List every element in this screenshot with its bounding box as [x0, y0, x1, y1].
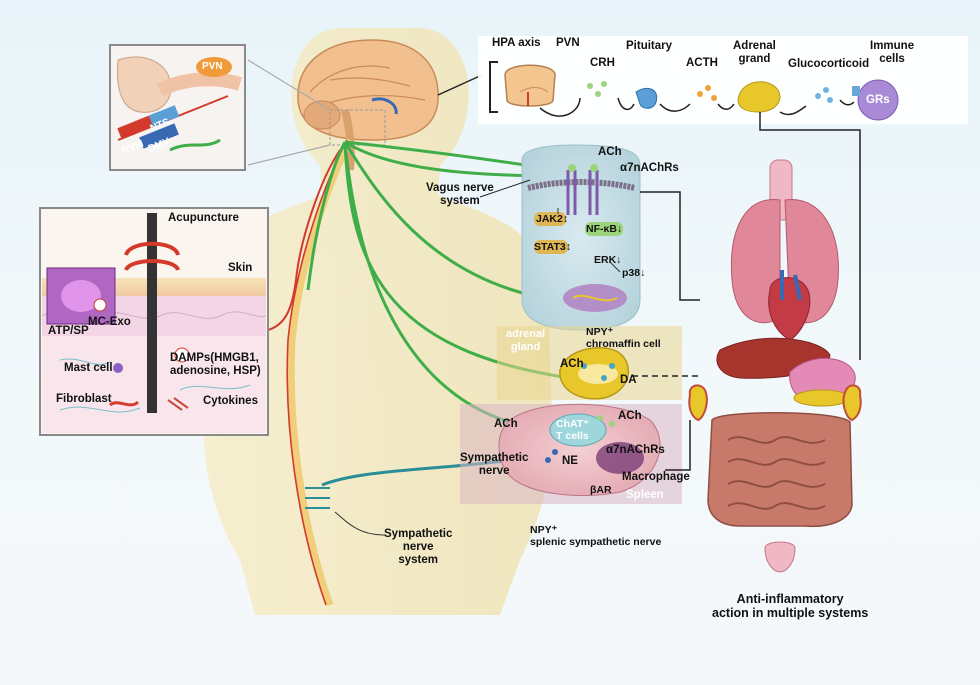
jak2-label: JAK2↕ — [536, 213, 569, 225]
mc-exo-label: MC-Exo — [88, 316, 131, 328]
cell-receptor-label: α7nAChRs — [620, 162, 679, 174]
symp-system-line3: system — [398, 554, 439, 567]
spleen-ach-left-label: ACh — [494, 418, 518, 430]
splenic-line2: splenic sympathetic nerve — [530, 536, 662, 549]
acupuncture-skin-panel — [39, 207, 269, 436]
fibroblast-label: Fibroblast — [56, 393, 112, 405]
sympathetic-line1: Sympathetic — [460, 452, 529, 464]
organ-systems — [688, 159, 862, 573]
vagus-line2: system — [440, 195, 480, 208]
adrenal-grand-line1: Adrenal — [733, 40, 776, 52]
npy-line2: chromaffin cell — [586, 338, 661, 351]
damps-label: DAMPs(HMGB1, adenosine, HSP) — [170, 352, 261, 378]
skin-label: Skin — [228, 262, 253, 274]
sympathetic-nerve-label: Sympathetic nerve — [460, 452, 528, 478]
adrenal-gland-region — [497, 326, 700, 400]
brainstem-inset — [109, 44, 246, 171]
inset-pvn-label: PVN — [202, 61, 223, 72]
spleen-receptor-label: α7nAChRs — [606, 444, 665, 456]
hpa-axis-panel — [478, 36, 968, 360]
glucocorticoid-label: Glucocorticoid — [788, 58, 870, 70]
caption-line1: Anti-inflammatory — [736, 592, 844, 606]
spinal-red-fibre — [286, 139, 348, 606]
spleen-label: Spleen — [626, 489, 664, 501]
adrenal-region-line1: adrenal — [506, 328, 546, 340]
adrenal-ach-label: ACh — [560, 358, 584, 370]
immune-cells-line1: Immune — [870, 40, 915, 52]
npy-line1: NPY⁺ — [586, 326, 614, 338]
immune-cells-line2: cells — [879, 53, 905, 66]
adrenal-region-line2: gland — [510, 340, 541, 353]
pituitary-label: Pituitary — [626, 40, 673, 52]
chat-line1: ChAT⁺ — [556, 418, 589, 430]
symp-system-line1: Sympathetic — [384, 528, 453, 540]
atp-sp-label: ATP/SP — [48, 325, 89, 337]
damps-line2: adenosine, HSP) — [170, 365, 261, 378]
cytokines-label: Cytokines — [203, 395, 258, 407]
chat-t-cells-label: ChAT⁺ T cells — [556, 418, 589, 442]
macrophage-label: Macrophage — [622, 471, 690, 483]
mast-cell-label: Mast cell — [64, 362, 113, 374]
acth-label: ACTH — [686, 57, 718, 69]
brain-zoom-box — [329, 109, 386, 146]
grs-label: GRs — [866, 94, 890, 106]
acupuncture-label: Acupuncture — [168, 212, 239, 224]
nfkb-label: NF-κB↓ — [586, 223, 623, 235]
splenic-nerve-label: NPY⁺ splenic sympathetic nerve — [530, 524, 661, 548]
hpa-axis-label: HPA axis — [492, 37, 541, 49]
crh-label: CRH — [590, 57, 615, 69]
splenic-line1: NPY⁺ — [530, 524, 558, 536]
adrenal-grand-label: Adrenal grand — [733, 40, 776, 66]
chat-line2: T cells — [556, 430, 589, 443]
beta-ar-label: βAR — [590, 484, 612, 496]
ne-label: NE — [562, 455, 578, 467]
erk-label: ERK↓ — [594, 254, 622, 266]
da-label: DA — [620, 374, 637, 386]
adrenal-grand-line2: grand — [738, 53, 771, 66]
damps-line1: DAMPs(HMGB1, — [170, 352, 259, 364]
organs-caption: Anti-inflammatory action in multiple sys… — [712, 592, 868, 621]
spleen-ach-right-label: ACh — [618, 410, 642, 422]
spleen-region — [460, 403, 691, 504]
immune-cells-label: Immune cells — [870, 40, 914, 66]
brain-illustration — [297, 39, 439, 171]
sympathetic-line2: nerve — [478, 465, 510, 478]
stat3-label: STAT3↕ — [534, 241, 571, 253]
cell-signaling-panel — [521, 144, 700, 331]
caption-line2: action in multiple systems — [712, 606, 869, 621]
vagus-nerve-label: Vagus nerve system — [426, 182, 494, 208]
cell-ach-label: ACh — [598, 146, 622, 158]
symp-system-line2: nerve — [402, 541, 434, 554]
npy-chromaffin-label: NPY⁺ chromaffin cell — [586, 326, 661, 350]
p38-label: p38↓ — [622, 267, 646, 279]
adrenal-gland-region-label: adrenal gland — [506, 328, 545, 353]
hpa-pvn-label: PVN — [556, 37, 580, 49]
afferent-nerve — [267, 149, 341, 331]
sympathetic-system-label: Sympathetic nerve system — [384, 528, 452, 568]
vagus-line1: Vagus nerve — [426, 182, 494, 194]
